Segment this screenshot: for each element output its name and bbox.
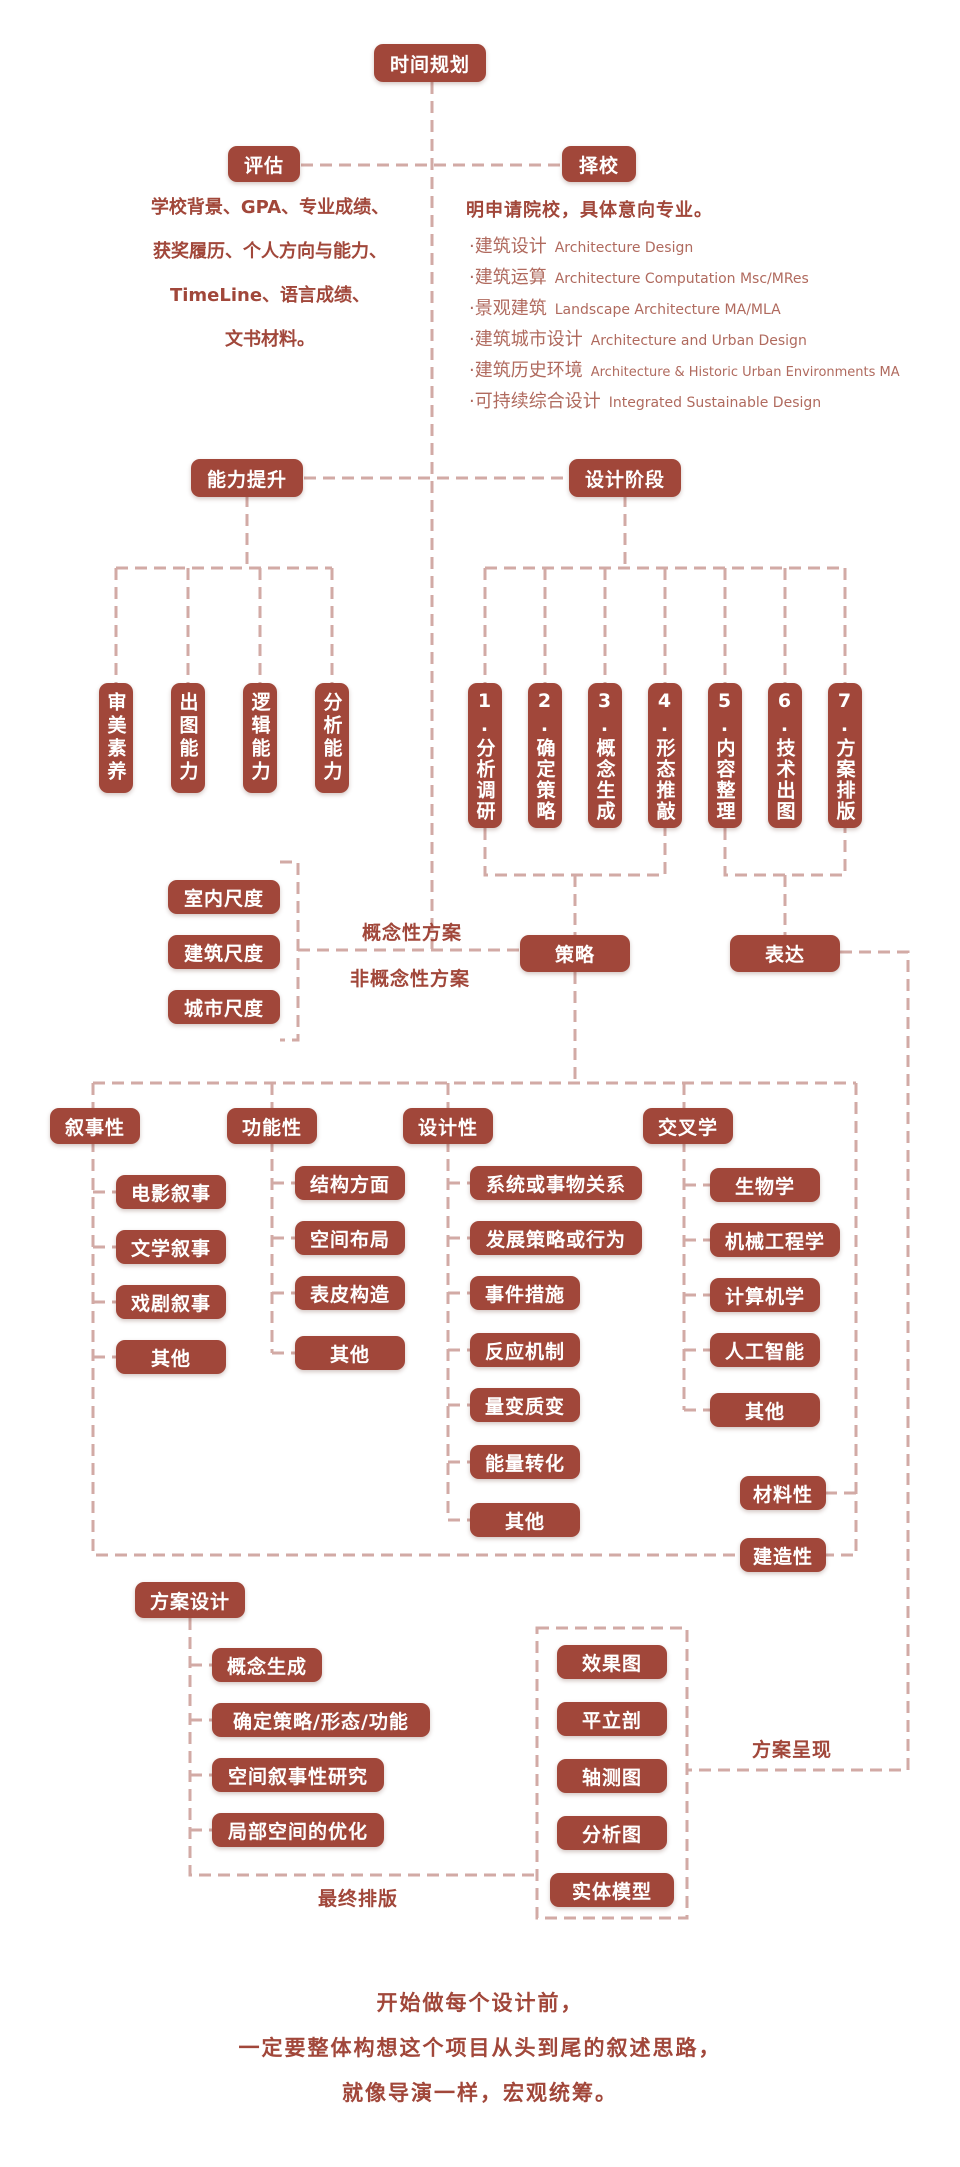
scheme-design-item: 空间叙事性研究 xyxy=(212,1758,384,1792)
express-node: 表达 xyxy=(730,935,840,972)
stage-step: 5.内容整理 xyxy=(708,683,742,828)
stage-step: 2.确定策略 xyxy=(528,683,562,828)
designness-item: 事件措施 xyxy=(470,1276,580,1310)
ability-node: 能力提升 xyxy=(191,459,303,497)
closing-line: 开始做每个设计前， xyxy=(376,1991,584,2015)
present-item: 实体模型 xyxy=(550,1873,674,1907)
function-item: 表皮构造 xyxy=(295,1276,405,1310)
cross-item: 其他 xyxy=(710,1393,820,1427)
stage-step: 7.方案排版 xyxy=(828,683,862,828)
design-stage-node: 设计阶段 xyxy=(569,459,681,497)
material-node: 材料性 xyxy=(740,1476,826,1510)
eval-line: 获奖履历、个人方向与能力、 xyxy=(153,241,387,262)
present-item: 分析图 xyxy=(557,1816,667,1850)
stage-step: 4.形态推敲 xyxy=(648,683,682,828)
scale-item: 建筑尺度 xyxy=(168,935,280,969)
scheme-design-node: 方案设计 xyxy=(135,1582,245,1618)
concept-label: 概念性方案 xyxy=(362,922,463,944)
eval-line: 学校背景、GPA、专业成绩、 xyxy=(150,197,390,218)
cross-item: 机械工程学 xyxy=(710,1223,840,1257)
designness-item: 其他 xyxy=(470,1503,580,1537)
scheme-design-item: 局部空间的优化 xyxy=(212,1813,384,1847)
eval-line: TimeLine、语言成绩、 xyxy=(169,285,371,306)
designness-item: 系统或事物关系 xyxy=(470,1166,642,1200)
function-item: 空间布局 xyxy=(295,1221,405,1255)
narrative-item: 戏剧叙事 xyxy=(116,1285,226,1319)
strategy-node: 策略 xyxy=(520,935,630,972)
construct-node: 建造性 xyxy=(740,1538,826,1572)
scale-item: 城市尺度 xyxy=(168,990,280,1024)
final-layout-label: 最终排版 xyxy=(318,1888,399,1910)
ability-item: 审美素养 xyxy=(99,683,133,793)
eval-line: 文书材料。 xyxy=(225,329,315,350)
cross-node: 交叉学 xyxy=(643,1108,733,1144)
ability-item: 逻辑能力 xyxy=(243,683,277,793)
designness-item: 能量转化 xyxy=(470,1445,580,1479)
ability-item: 出图能力 xyxy=(171,683,205,793)
cross-item: 生物学 xyxy=(710,1168,820,1202)
stage-step: 6.技术出图 xyxy=(768,683,802,828)
nonconcept-label: 非概念性方案 xyxy=(350,968,471,990)
eval-node: 评估 xyxy=(228,146,300,182)
designness-item: 反应机制 xyxy=(470,1333,580,1367)
school-intro: 明申请院校，具体意向专业。 xyxy=(466,200,713,221)
cross-item: 计算机学 xyxy=(710,1278,820,1312)
school-node: 择校 xyxy=(562,146,636,182)
scale-item: 室内尺度 xyxy=(168,880,280,914)
scheme-design-item: 概念生成 xyxy=(212,1648,322,1682)
closing-line: 就像导演一样，宏观统筹。 xyxy=(342,2081,618,2105)
narrative-item: 其他 xyxy=(116,1340,226,1374)
stage-step: 1.分析调研 xyxy=(468,683,502,828)
present-label: 方案呈现 xyxy=(752,1739,833,1761)
closing-line: 一定要整体构想这个项目从头到尾的叙述思路， xyxy=(238,2036,722,2060)
scheme-design-item: 确定策略/形态/功能 xyxy=(212,1703,430,1737)
narrative-item: 文学叙事 xyxy=(116,1230,226,1264)
present-item: 轴测图 xyxy=(557,1759,667,1793)
ability-item: 分析能力 xyxy=(315,683,349,793)
designness-item: 发展策略或行为 xyxy=(470,1221,642,1255)
present-item: 效果图 xyxy=(557,1645,667,1679)
narrative-node: 叙事性 xyxy=(50,1108,140,1144)
designness-node: 设计性 xyxy=(403,1108,493,1144)
present-item: 平立剖 xyxy=(557,1702,667,1736)
designness-item: 量变质变 xyxy=(470,1388,580,1422)
root-node: 时间规划 xyxy=(374,44,486,82)
function-item: 结构方面 xyxy=(295,1166,405,1200)
narrative-item: 电影叙事 xyxy=(116,1175,226,1209)
cross-item: 人工智能 xyxy=(710,1333,820,1367)
function-item: 其他 xyxy=(295,1336,405,1370)
function-node: 功能性 xyxy=(227,1108,317,1144)
stage-step: 3.概念生成 xyxy=(588,683,622,828)
